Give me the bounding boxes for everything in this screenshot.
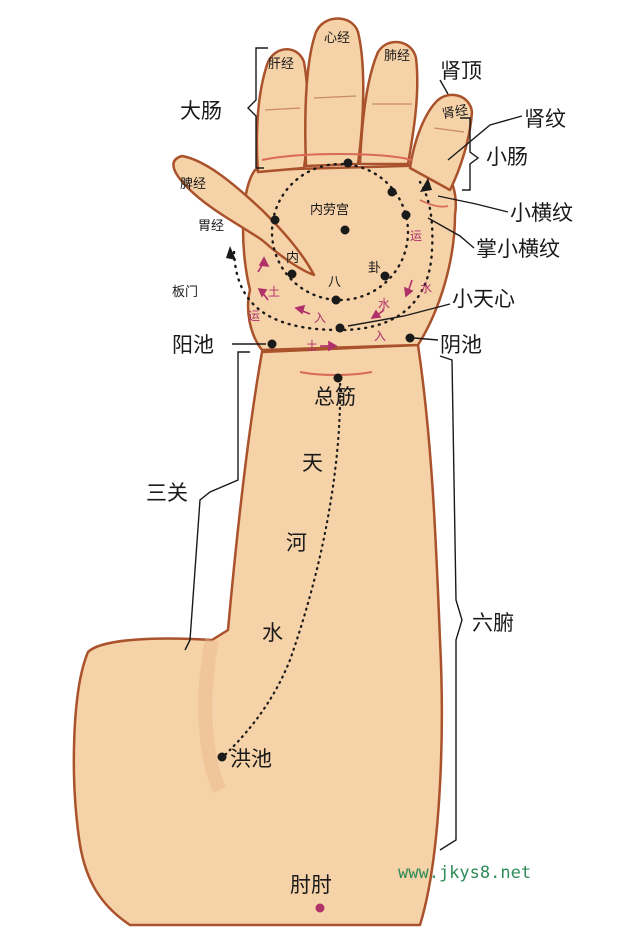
labels: 肝经 心经 肺经 肾顶 肾经 肾纹 大肠 小肠 脾经 胃经 内劳宫 小横纹 掌小… [146,31,573,897]
arm-figure [72,17,474,927]
dot-yin-chi [405,333,415,343]
crease-index [264,107,301,111]
label-nei: 内 [286,250,299,266]
label-yin-chi: 阴池 [440,333,482,357]
dot-circle-bottom [331,295,341,305]
small-crease [419,199,449,208]
leader-xiao-tian-xin [347,303,451,327]
label-xin-jing: 心经 [324,31,350,46]
dot-circle-right2 [401,210,411,220]
label-he: 河 [286,531,307,555]
label-gua: 卦 [368,261,381,276]
label-shui: 水 [262,621,283,645]
dot-dou-zhou [315,903,325,913]
bracket-xiao-chang [460,117,480,191]
leader-shen-wen [447,115,523,161]
label-tu-bottom: 土 [306,339,318,353]
label-liu-fu: 六腑 [472,611,514,635]
little-finger [408,93,474,192]
leader-xiao-heng-wen [437,195,509,213]
leader-zhang-xiao-heng-wen [427,217,475,249]
label-nei-lao-gong: 内劳宫 [310,202,349,218]
label-yun-right: 运 [410,229,422,243]
dot-xiao-tian-xin [335,323,345,333]
label-gan-jing: 肝经 [268,57,294,72]
label-tu-left: 土 [268,285,280,299]
dot-circle-top [343,158,353,168]
label-xiao-tian-xin: 小天心 [452,287,515,311]
palm-crease-top [261,153,413,161]
label-shui-upper: 水 [420,281,432,295]
pink-arrows [257,256,414,352]
label-ba: 八 [328,275,341,290]
tian-he-shui-line [220,376,342,760]
yun-tu-ru-shui-path [232,180,434,332]
dot-circle-left [270,215,280,225]
middle-finger [304,17,365,168]
crease-middle [313,95,357,99]
dot-circle-bl [287,269,297,279]
leader-lines [232,79,523,345]
label-zong-jin: 总筋 [314,385,356,409]
label-ban-men: 板门 [172,285,198,300]
leader-shen-ding [439,79,449,95]
elbow-shade [198,638,227,794]
label-da-chang: 大肠 [180,99,222,123]
acupoint-dots [217,158,415,913]
arrow-up-right [420,178,432,192]
ring-finger [358,40,419,166]
label-dou-zhou: 肘肘 [290,873,332,897]
label-hong-chi: 洪池 [230,747,272,771]
watermark-text: www.jkys8.net [398,863,531,883]
dot-yang-chi [267,339,277,349]
bracket-da-chang [247,47,268,169]
dot-hong-chi [217,752,227,762]
label-fei-jing: 肺经 [384,49,410,64]
label-shen-wen: 肾纹 [524,107,566,131]
label-wei-jing: 胃经 [198,219,224,234]
forearm-shape [72,343,444,927]
bracket-liu-fu [439,355,463,851]
label-xiao-heng-wen: 小横纹 [510,201,573,225]
bracket-san-guan [184,351,250,651]
dot-circle-right [387,187,397,197]
dot-circle-br [380,271,390,281]
dot-nei-lao-gong [340,225,350,235]
label-yun-left: 运 [248,309,260,323]
palm-shape [241,163,457,352]
dot-zong-jin [333,373,343,383]
label-tian: 天 [302,451,323,475]
label-ru-left: 入 [314,311,326,325]
brackets [184,47,480,851]
label-ru-right: 入 [374,329,386,343]
label-shui-lower: 水 [378,297,390,311]
leader-yin-chi [413,337,439,341]
label-shen-ding: 肾顶 [440,59,482,83]
label-zhang-xiao-heng-wen: 掌小横纹 [476,237,560,261]
label-san-guan: 三关 [146,481,188,505]
label-yang-chi: 阳池 [172,333,214,357]
label-xiao-chang: 小肠 [486,145,528,169]
label-shen-jing: 肾经 [441,103,469,122]
thumb [172,154,316,277]
arrow-up-left [226,246,236,260]
label-pi-jing: 脾经 [180,177,206,192]
crease-little [433,127,465,133]
